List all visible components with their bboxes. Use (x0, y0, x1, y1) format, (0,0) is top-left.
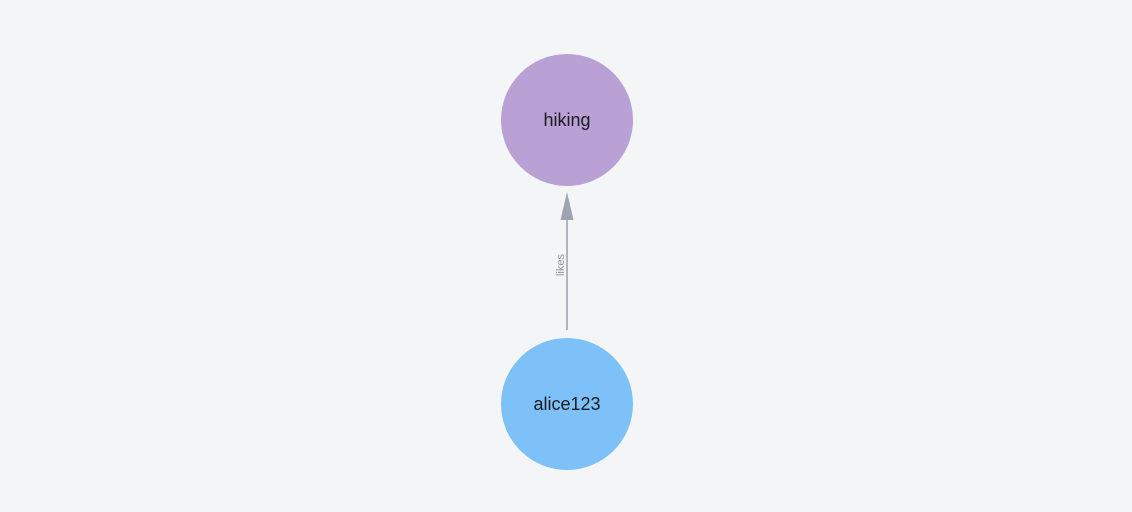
node-label: hiking (543, 110, 591, 130)
edge-label[interactable]: likes (555, 254, 567, 277)
edge-likes[interactable]: likes (555, 192, 574, 330)
node-label: alice123 (533, 394, 601, 414)
arrowhead-icon (560, 192, 574, 220)
node-hiking[interactable]: hiking (501, 54, 633, 186)
node-alice123[interactable]: alice123 (501, 338, 633, 470)
